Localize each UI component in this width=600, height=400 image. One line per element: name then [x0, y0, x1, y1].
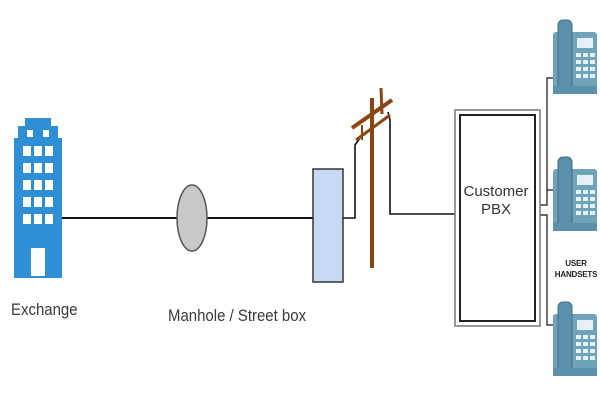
street-cabinet-icon [312, 168, 344, 283]
manhole-icon [176, 184, 208, 252]
desk-phone-icon [553, 19, 597, 94]
pbx-label: Customer PBX [462, 183, 530, 219]
pbx-label-line-1: Customer [463, 183, 529, 200]
handsets-label-line-2: HANDSETS [554, 270, 598, 279]
handsets-label-line-1: USER [565, 259, 587, 268]
manhole-label: Manhole / Street box [168, 306, 307, 325]
pbx-box [454, 109, 541, 327]
exchange-label: Exchange [11, 300, 78, 319]
desk-phone-icon [553, 301, 597, 376]
pbx-label-line-2: PBX [480, 201, 511, 218]
desk-phone-icon [553, 156, 597, 231]
pbx-handset-bus-line [538, 77, 553, 206]
telephone-pole-icon [350, 87, 394, 268]
pbx-to-handset-3-line [538, 214, 553, 326]
pole-to-pbx-line [387, 111, 455, 215]
handsets-label: USER HANDSETS [553, 258, 599, 280]
office-building-icon [14, 118, 62, 278]
streetbox-to-pole-line [343, 134, 363, 219]
